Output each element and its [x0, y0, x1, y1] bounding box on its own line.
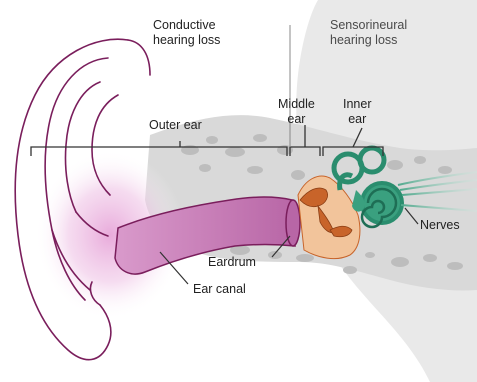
sensorineural-line2: hearing loss: [330, 33, 407, 48]
inner-ear-line1: Inner: [343, 97, 372, 112]
inner-ear-label: Inner ear: [343, 97, 372, 127]
sensorineural-line1: Sensorineural: [330, 18, 407, 33]
eardrum-label: Eardrum: [208, 255, 256, 270]
conductive-line1: Conductive: [153, 18, 220, 33]
outer-ear-label: Outer ear: [149, 118, 202, 133]
nerves-label: Nerves: [420, 218, 460, 233]
middle-ear-label: Middle ear: [278, 97, 315, 127]
conductive-hearing-loss-label: Conductive hearing loss: [153, 18, 220, 48]
middle-ear-line2: ear: [278, 112, 315, 127]
inner-ear-line2: ear: [343, 112, 372, 127]
sensorineural-hearing-loss-label: Sensorineural hearing loss: [330, 18, 407, 48]
ear-canal-label: Ear canal: [193, 282, 246, 297]
middle-ear-line1: Middle: [278, 97, 315, 112]
conductive-line2: hearing loss: [153, 33, 220, 48]
